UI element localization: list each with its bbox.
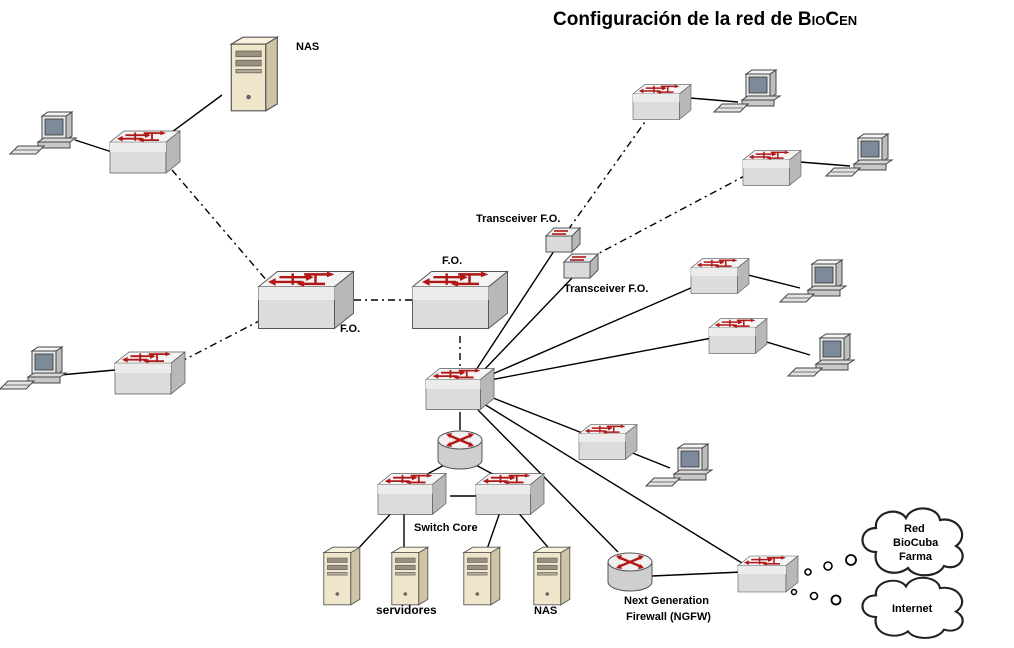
link-ngfw-switch-out (651, 571, 743, 577)
pc-remote-3 (779, 259, 847, 303)
label-ngfw-2: Firewall (NGFW) (626, 611, 711, 623)
transceiver-1 (545, 227, 581, 253)
label-fo-right: F.O. (442, 255, 462, 267)
connections (59, 94, 857, 606)
label-ngfw-1: Next Generation (624, 595, 709, 607)
switch-fo-right (411, 270, 509, 330)
link-sw-a-server1 (354, 507, 397, 553)
pc-bottom-left (0, 346, 67, 390)
switch-remote-3 (690, 257, 750, 295)
switch-fo-left (257, 270, 355, 330)
link-pc1-switch1 (74, 139, 113, 153)
server-1 (323, 546, 361, 606)
switch-top-left (109, 130, 181, 174)
switch-remote-5 (578, 423, 638, 461)
link-switch1-fo-left (171, 169, 269, 283)
nas-server-top (230, 36, 278, 112)
link-central-ngfw (477, 409, 619, 553)
link-transceiver2-switch-tr2 (589, 171, 753, 259)
switch-central (425, 367, 495, 411)
switch-remote-4 (708, 317, 768, 355)
link-switch2-fo-left (179, 317, 266, 363)
switch-remote-2 (742, 149, 802, 187)
dots-to-biocuba (804, 554, 857, 576)
link-central-switch-r4 (489, 337, 713, 381)
link-central-switch-r3 (487, 283, 701, 377)
pc-remote-4 (787, 333, 855, 377)
dots-to-internet (790, 588, 842, 606)
server-nas-2 (533, 546, 571, 606)
diagram-title: Configuración de la red de BioCen (553, 9, 857, 30)
link-pc2-switch2 (59, 369, 116, 376)
server-2 (391, 546, 429, 606)
link-central-switch-out (483, 403, 743, 564)
label-switch-core: Switch Core (414, 522, 478, 534)
link-sw-b-server3 (485, 511, 501, 553)
link-switch-tr2-pc (799, 161, 851, 167)
link-central-transceiver2 (481, 275, 575, 373)
link-switch-r3-pc (743, 273, 801, 289)
label-transceiver-2: Transceiver F.O. (564, 283, 648, 295)
link-switch1-nas (171, 94, 223, 133)
label-nas-top: NAS (296, 41, 319, 53)
label-nas-bottom: NAS (534, 605, 557, 617)
label-cloud-biocuba-3: Farma (899, 551, 933, 563)
switch-core-a (377, 472, 447, 516)
pc-remote-5 (645, 443, 713, 487)
pc-top-left (9, 111, 77, 155)
switch-remote-1 (632, 83, 692, 121)
label-fo-left: F.O. (340, 323, 360, 335)
switch-left-lower (114, 351, 186, 395)
switch-outer-gateway (737, 555, 799, 593)
transceiver-2 (563, 253, 599, 279)
switch-core-b (475, 472, 545, 516)
label-cloud-biocuba-2: BioCuba (893, 537, 939, 549)
pc-remote-1 (713, 69, 781, 113)
link-switch-r4-pc (759, 339, 811, 356)
link-sw-b-server4 (515, 509, 553, 553)
label-cloud-biocuba-1: Red (904, 523, 925, 535)
link-central-switch-r5 (487, 395, 591, 437)
label-servidores: servidores (376, 603, 437, 617)
label-transceiver-1: Transceiver F.O. (476, 213, 560, 225)
link-transceiver1-switch-tr1 (567, 111, 653, 231)
label-cloud-internet: Internet (892, 603, 933, 615)
link-switch-tr1-pc (689, 97, 739, 103)
router-core (436, 429, 484, 471)
link-central-transceiver1 (475, 247, 557, 371)
router-ngfw (606, 551, 654, 593)
pc-remote-2 (825, 133, 893, 177)
server-nas-1 (463, 546, 501, 606)
